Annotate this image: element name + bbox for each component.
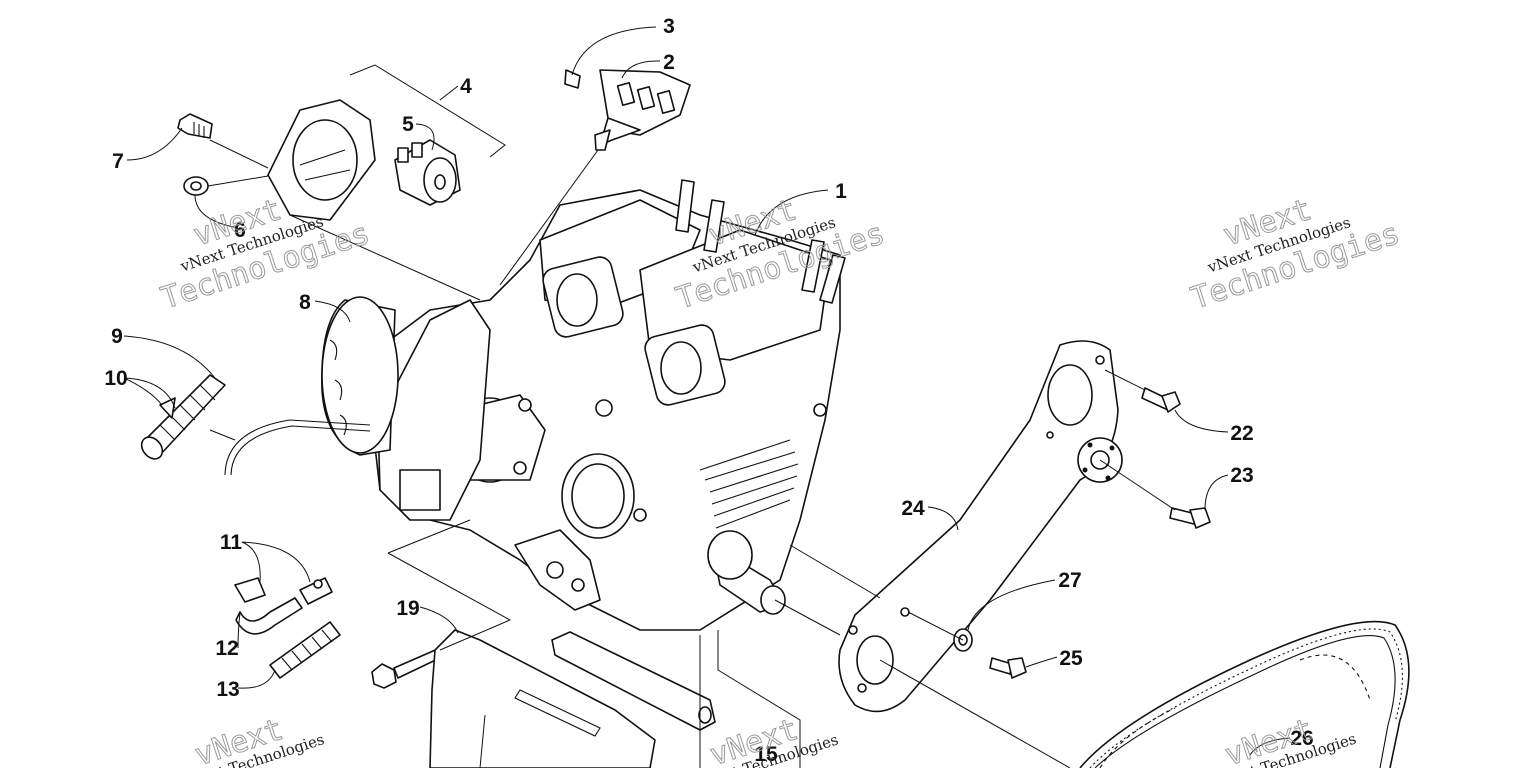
callout-leaders [123, 26, 1291, 756]
air-silencer-part-8 [321, 296, 399, 456]
engine-mount-front [429, 629, 656, 768]
callout-19: 19 [396, 597, 419, 620]
fuel-line [224, 419, 371, 476]
callout-27: 27 [1058, 569, 1081, 592]
callout-22: 22 [1230, 422, 1253, 445]
callout-11: 11 [220, 531, 243, 554]
callout-9: 9 [111, 325, 123, 348]
coolant-hose-part-9 [140, 374, 226, 460]
hose-part-12 [235, 597, 303, 635]
pump-impeller-part-5 [394, 139, 461, 206]
callout-7: 7 [112, 150, 124, 173]
callout-4: 4 [460, 75, 472, 98]
pump-cover-part-4 [267, 99, 376, 221]
callout-25: 25 [1059, 647, 1083, 670]
watermark-right: vNext vNext Technologies Technologies [1186, 192, 1404, 317]
bolt-part-22 [1141, 387, 1181, 413]
bolt-part-25 [989, 657, 1027, 679]
hose-clamp-part-10 [159, 397, 176, 419]
callout-8: 8 [299, 291, 311, 314]
watermark-bottom-left: vNext vNext Technologies [178, 711, 326, 768]
bracket-part-4 [349, 64, 506, 158]
callout-3: 3 [663, 15, 675, 38]
drive-belt-part-26 [1079, 620, 1410, 768]
callout-labels: 1 2 3 4 5 6 7 8 9 10 11 12 13 15 19 22 2… [104, 15, 1313, 766]
callout-5: 5 [402, 113, 414, 136]
callout-15: 15 [754, 743, 778, 766]
bolt-part-23 [1169, 507, 1211, 529]
callout-1: 1 [835, 180, 847, 203]
callout-6: 6 [234, 219, 246, 242]
callout-26: 26 [1290, 727, 1313, 750]
engine-mount-rear [551, 631, 716, 731]
grommet-part-6 [183, 176, 209, 196]
callout-23: 23 [1230, 464, 1253, 487]
recoil-handle-part-2 [594, 69, 691, 151]
engine-bracket-part-24 [838, 340, 1119, 713]
spring-part-13 [269, 621, 341, 679]
callout-2: 2 [663, 51, 675, 74]
callout-24: 24 [901, 497, 925, 520]
callout-12: 12 [215, 637, 238, 660]
engine-assembly [371, 179, 846, 631]
fitting-part-11 [234, 577, 333, 605]
callout-10: 10 [104, 367, 127, 390]
bolt-part-7 [177, 113, 213, 139]
assembly-lines [207, 139, 1176, 768]
rope-clip-part-3 [564, 69, 581, 89]
callout-13: 13 [216, 678, 239, 701]
